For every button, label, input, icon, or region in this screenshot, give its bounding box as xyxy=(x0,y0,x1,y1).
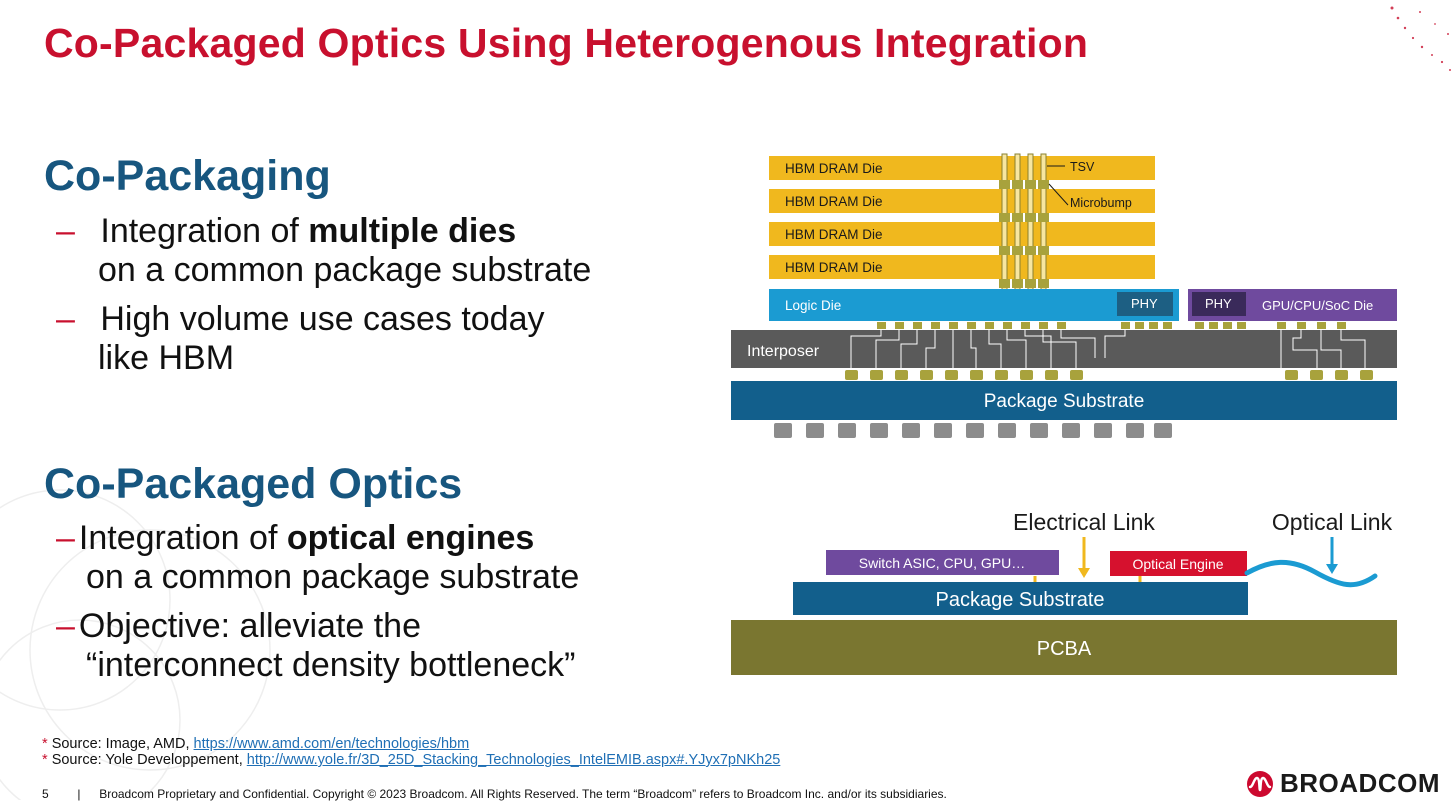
hbm-die-2 xyxy=(769,189,1155,213)
hbm-die-3 xyxy=(769,222,1155,246)
source-text: Source: Yole Developpement, xyxy=(51,752,247,768)
phy-left-block xyxy=(1117,292,1173,316)
footnote-marker: * xyxy=(42,736,48,752)
background-circles xyxy=(0,489,271,800)
interposer xyxy=(731,330,1397,368)
source-line-1: * Source: Image, AMD, https://www.amd.co… xyxy=(42,736,469,752)
corner-decoration xyxy=(1390,6,1451,71)
soc-die-label: GPU/CPU/SoC Die xyxy=(1262,298,1373,313)
electrical-link-label: Electrical Link xyxy=(1013,509,1155,535)
solder-balls xyxy=(774,423,1172,438)
optical-engine-label: Optical Engine xyxy=(1132,556,1223,572)
source-link-yole[interactable]: http://www.yole.fr/3D_25D_Stacking_Techn… xyxy=(246,752,781,768)
phy-right-label: PHY xyxy=(1205,296,1232,311)
bullet-hbm: – High volume use cases today like HBM xyxy=(56,300,545,378)
hbm-die-label-1: HBM DRAM Die xyxy=(785,161,883,176)
source-link-amd[interactable]: https://www.amd.com/en/technologies/hbm xyxy=(193,736,470,752)
source-text: Source: Image, AMD, xyxy=(51,736,194,752)
optical-engine-chip xyxy=(1110,551,1247,576)
broadcom-logo-icon xyxy=(1247,770,1273,797)
bullet-text-line2: like HBM xyxy=(98,339,235,377)
hbm-die-label-4: HBM DRAM Die xyxy=(785,260,883,275)
bullet-objective: –Objective: alleviate the “interconnect … xyxy=(56,607,575,685)
interposer-label: Interposer xyxy=(747,343,820,360)
bullet-text: Objective: alleviate the xyxy=(78,607,421,645)
package-substrate xyxy=(731,381,1397,420)
microbumps-stack xyxy=(999,180,1049,288)
bullet-optical-engines: –Integration of optical engines on a com… xyxy=(56,519,579,597)
footer-separator: | xyxy=(77,787,81,801)
optical-link-label: Optical Link xyxy=(1272,509,1393,535)
hbm-die-label-3: HBM DRAM Die xyxy=(785,227,883,242)
cpo-diagram: Electrical Link Optical Link Switch ASIC… xyxy=(731,509,1397,675)
pcba-label: PCBA xyxy=(1037,638,1092,660)
bullet-text-line2: on a common package substrate xyxy=(86,558,580,596)
bullet-dash: – xyxy=(56,300,75,338)
interposer-wiring xyxy=(850,330,1366,370)
footnote-marker: * xyxy=(42,752,48,768)
bullet-text-line2: “interconnect density bottleneck” xyxy=(86,646,576,684)
die-bumps xyxy=(877,322,1346,329)
microbump-label: Microbump xyxy=(1070,196,1132,210)
footer-text: Broadcom Proprietary and Confidential. C… xyxy=(99,787,947,801)
logic-die xyxy=(769,289,1179,321)
bullet-bold: multiple dies xyxy=(308,212,517,250)
package-substrate-label: Package Substrate xyxy=(984,391,1145,412)
switch-asic-chip xyxy=(826,550,1059,575)
bullet-text: Integration of xyxy=(78,519,287,557)
bullet-dash: – xyxy=(56,212,75,250)
hbm-die-4 xyxy=(769,255,1155,279)
bullet-text: High volume use cases today xyxy=(100,300,545,338)
cpo-package-substrate-label: Package Substrate xyxy=(936,589,1105,611)
source-line-2: * Source: Yole Developpement, http://www… xyxy=(42,752,780,768)
footer: 5 | Broadcom Proprietary and Confidentia… xyxy=(42,787,947,801)
section-heading-co-packaged-optics: Co-Packaged Optics xyxy=(44,460,463,508)
phy-right-block xyxy=(1192,292,1246,316)
switch-asic-label: Switch ASIC, CPU, GPU… xyxy=(859,555,1025,571)
page-number: 5 xyxy=(42,787,49,801)
bullet-text-line2: on a common package substrate xyxy=(98,251,592,289)
section-heading-co-packaging: Co-Packaging xyxy=(44,152,331,200)
bullet-text: Integration of xyxy=(100,212,309,250)
c4-bumps xyxy=(845,370,1373,380)
bullet-dash: – xyxy=(56,607,75,645)
hbm-die-label-2: HBM DRAM Die xyxy=(785,194,883,209)
bullet-multiple-dies: – Integration of multiple dies on a comm… xyxy=(56,212,591,290)
bullet-dash: – xyxy=(56,519,75,557)
optical-fiber-wave xyxy=(1244,559,1378,588)
pcba xyxy=(731,620,1397,675)
slide-title: Co-Packaged Optics Using Heterogenous In… xyxy=(44,20,1089,66)
phy-left-label: PHY xyxy=(1131,296,1158,311)
cpo-package-substrate xyxy=(793,582,1248,615)
broadcom-logo-text: BROADCOM xyxy=(1280,768,1440,798)
logic-die-label: Logic Die xyxy=(785,298,841,313)
tsv-label: TSV xyxy=(1070,160,1095,174)
broadcom-logo: BROADCOM xyxy=(1246,768,1440,799)
hbm-die-1 xyxy=(769,156,1155,180)
bullet-bold: optical engines xyxy=(286,519,535,557)
hbm-diagram: HBM DRAM Die HBM DRAM Die HBM DRAM Die H… xyxy=(731,153,1397,438)
